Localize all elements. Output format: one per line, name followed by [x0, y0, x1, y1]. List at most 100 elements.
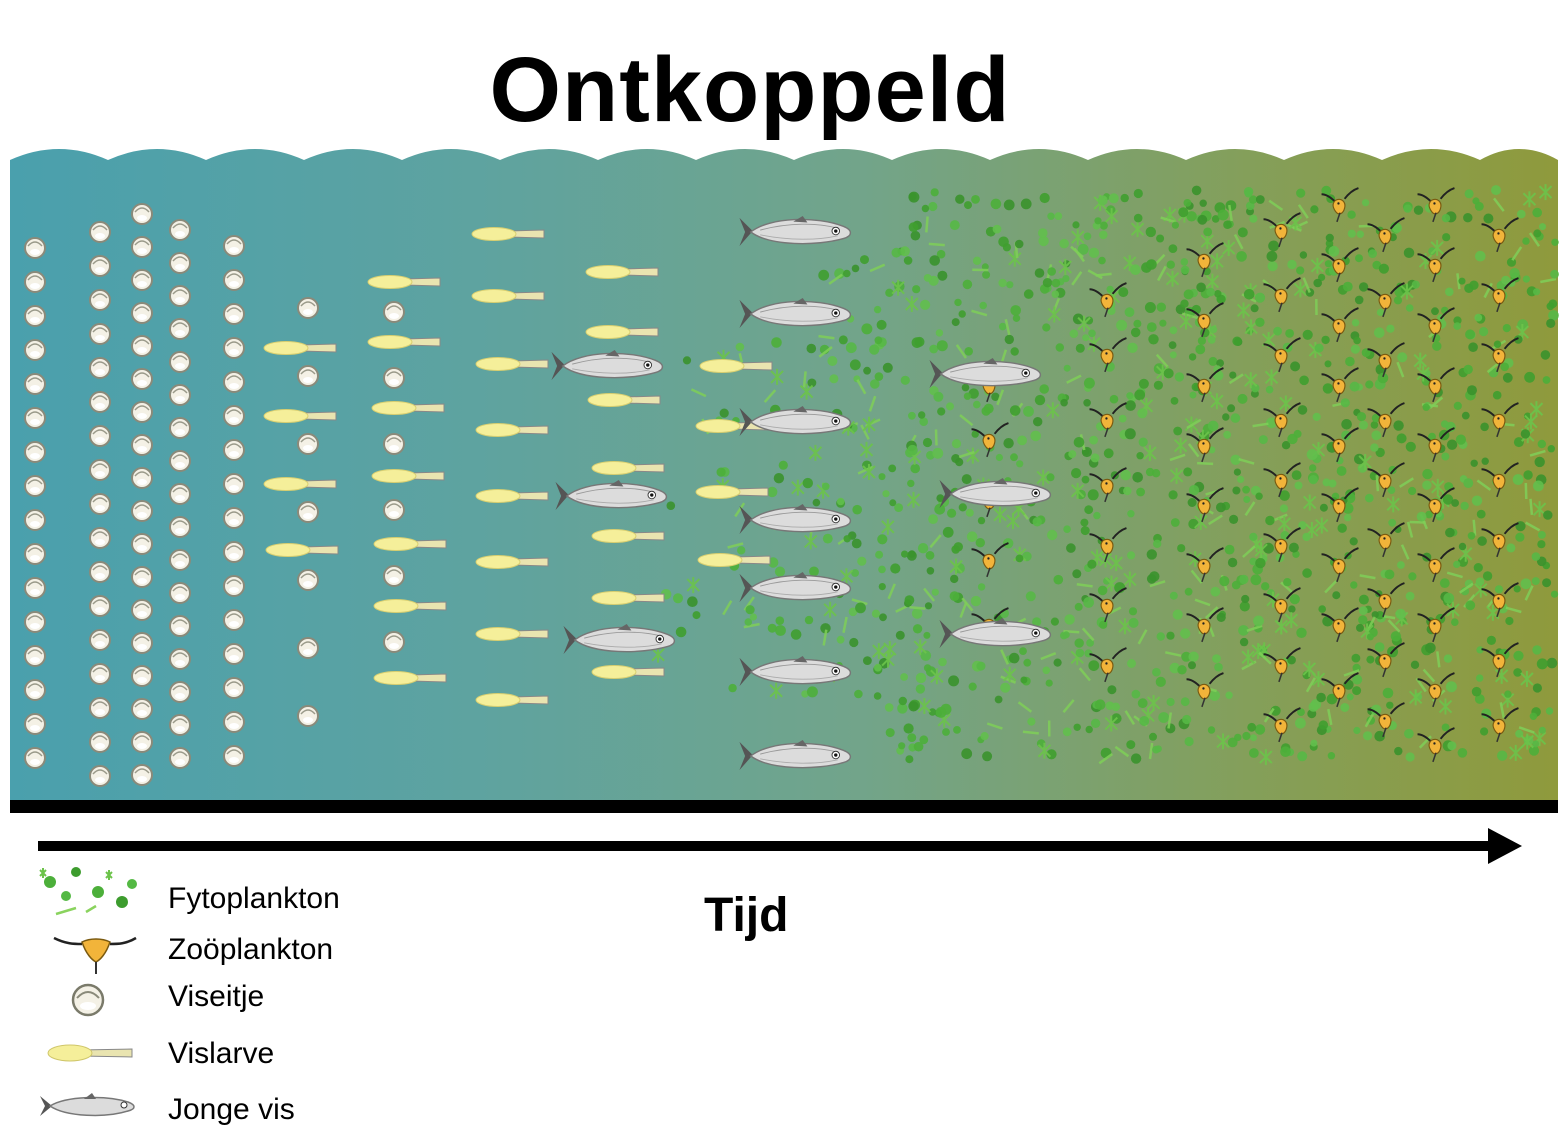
phytoplankton-cell — [1310, 739, 1318, 747]
phytoplankton-cell — [951, 439, 962, 449]
phytoplankton-star — [917, 698, 932, 715]
phytoplankton-cell — [1051, 278, 1061, 288]
phytoplankton-cell — [1128, 607, 1138, 616]
phytoplankton-cell — [1505, 616, 1514, 626]
phytoplankton-cell — [1237, 393, 1248, 404]
phytoplankton-rod — [1071, 271, 1083, 286]
phytoplankton-cell — [1265, 515, 1275, 526]
phytoplankton-star — [1130, 221, 1145, 238]
phytoplankton-rod — [1396, 361, 1405, 378]
phytoplankton-cell — [1222, 413, 1230, 421]
phytoplankton-cell — [1207, 726, 1216, 734]
phytoplankton-cell — [767, 486, 778, 498]
fish-egg — [297, 501, 319, 523]
phytoplankton-cell — [1387, 486, 1396, 495]
phytoplankton-cell — [1137, 698, 1148, 709]
fish-egg — [223, 235, 245, 257]
phytoplankton-cell — [904, 595, 915, 605]
phytoplankton-cell — [1463, 364, 1473, 375]
phytoplankton-cell — [1254, 292, 1266, 303]
phytoplankton-cell — [838, 335, 848, 345]
phytoplankton-rod — [961, 597, 974, 612]
phytoplankton-cell — [1551, 238, 1559, 246]
phytoplankton-cell — [851, 264, 860, 273]
phytoplankton-cell — [1340, 703, 1350, 712]
phytoplankton-rod — [1244, 501, 1256, 516]
phytoplankton-cell — [901, 550, 909, 558]
phytoplankton-rod — [1456, 273, 1461, 290]
phytoplankton-cell — [1533, 229, 1542, 238]
phytoplankton-rod — [1066, 374, 1082, 384]
fish-egg — [89, 561, 111, 583]
phytoplankton-cell — [1051, 290, 1060, 299]
phytoplankton-cell — [1234, 733, 1242, 742]
phytoplankton-cell — [976, 661, 986, 671]
phytoplankton-cell — [1130, 264, 1141, 276]
phytoplankton-cell — [1072, 569, 1082, 579]
phytoplankton-cell — [1514, 335, 1523, 344]
phytoplankton-cell — [1531, 552, 1541, 561]
phytoplankton-cell — [911, 608, 923, 619]
phytoplankton-cell — [1297, 708, 1305, 716]
phytoplankton-cell — [1344, 513, 1352, 522]
phytoplankton-cell — [1180, 258, 1189, 266]
fish-egg — [223, 643, 245, 665]
phytoplankton-cell — [1250, 383, 1260, 393]
fish-egg — [223, 473, 245, 495]
phytoplankton-cell — [1548, 310, 1559, 321]
phytoplankton-cell — [1197, 214, 1208, 225]
phytoplankton-cell — [1169, 351, 1177, 359]
phytoplankton-cell — [1239, 601, 1250, 612]
phytoplankton-cell — [905, 755, 914, 764]
phytoplankton-cell — [1332, 591, 1341, 600]
phytoplankton-rod — [1499, 702, 1506, 719]
phytoplankton-cell — [1279, 490, 1290, 501]
phytoplankton-cell — [1352, 686, 1362, 696]
phytoplankton-cell — [1425, 642, 1436, 654]
phytoplankton-star — [769, 682, 783, 699]
phytoplankton-star — [1236, 302, 1251, 319]
phytoplankton-cell — [950, 574, 959, 584]
phytoplankton-cell — [1238, 625, 1249, 636]
phytoplankton-cell — [953, 726, 961, 734]
phytoplankton-rod — [1078, 667, 1091, 682]
phytoplankton-star — [1071, 229, 1085, 246]
phytoplankton-cell — [1441, 214, 1451, 223]
phytoplankton-cell — [948, 675, 960, 687]
phytoplankton-cell — [1428, 432, 1436, 441]
phytoplankton-cell — [1524, 412, 1532, 420]
phytoplankton-cell — [977, 516, 986, 525]
phytoplankton-cell — [1131, 689, 1141, 699]
phytoplankton-rod — [869, 263, 886, 273]
phytoplankton-rod — [1387, 619, 1401, 633]
phytoplankton-cell — [1469, 280, 1479, 290]
phytoplankton-rod — [802, 371, 807, 388]
phytoplankton-cell — [773, 473, 785, 484]
fish-egg — [24, 237, 46, 259]
phytoplankton-cell — [1038, 235, 1049, 247]
phytoplankton-cell — [1358, 606, 1368, 615]
phytoplankton-cell — [1351, 653, 1361, 663]
phytoplankton-cell — [801, 690, 809, 698]
phytoplankton-cell — [1229, 514, 1239, 525]
phytoplankton-star — [862, 463, 876, 480]
phytoplankton-star — [1310, 257, 1325, 274]
fish-egg — [89, 391, 111, 413]
phytoplankton-cell — [1133, 188, 1143, 199]
fish-egg — [169, 450, 191, 472]
fish-egg — [24, 407, 46, 429]
fish-egg — [131, 566, 153, 588]
phytoplankton-cell — [1187, 498, 1197, 507]
fish-egg — [223, 677, 245, 699]
phytoplankton-cell — [885, 728, 895, 738]
fish-egg — [297, 569, 319, 591]
phytoplankton-star — [1438, 698, 1453, 715]
phytoplankton-star — [1173, 437, 1188, 454]
phytoplankton-cell — [827, 356, 838, 366]
phytoplankton-cell — [1476, 674, 1484, 682]
phytoplankton-cell — [1266, 250, 1278, 262]
phytoplankton-cell — [1109, 394, 1119, 404]
phytoplankton-cell — [907, 444, 918, 456]
phytoplankton-cell — [1471, 495, 1483, 506]
